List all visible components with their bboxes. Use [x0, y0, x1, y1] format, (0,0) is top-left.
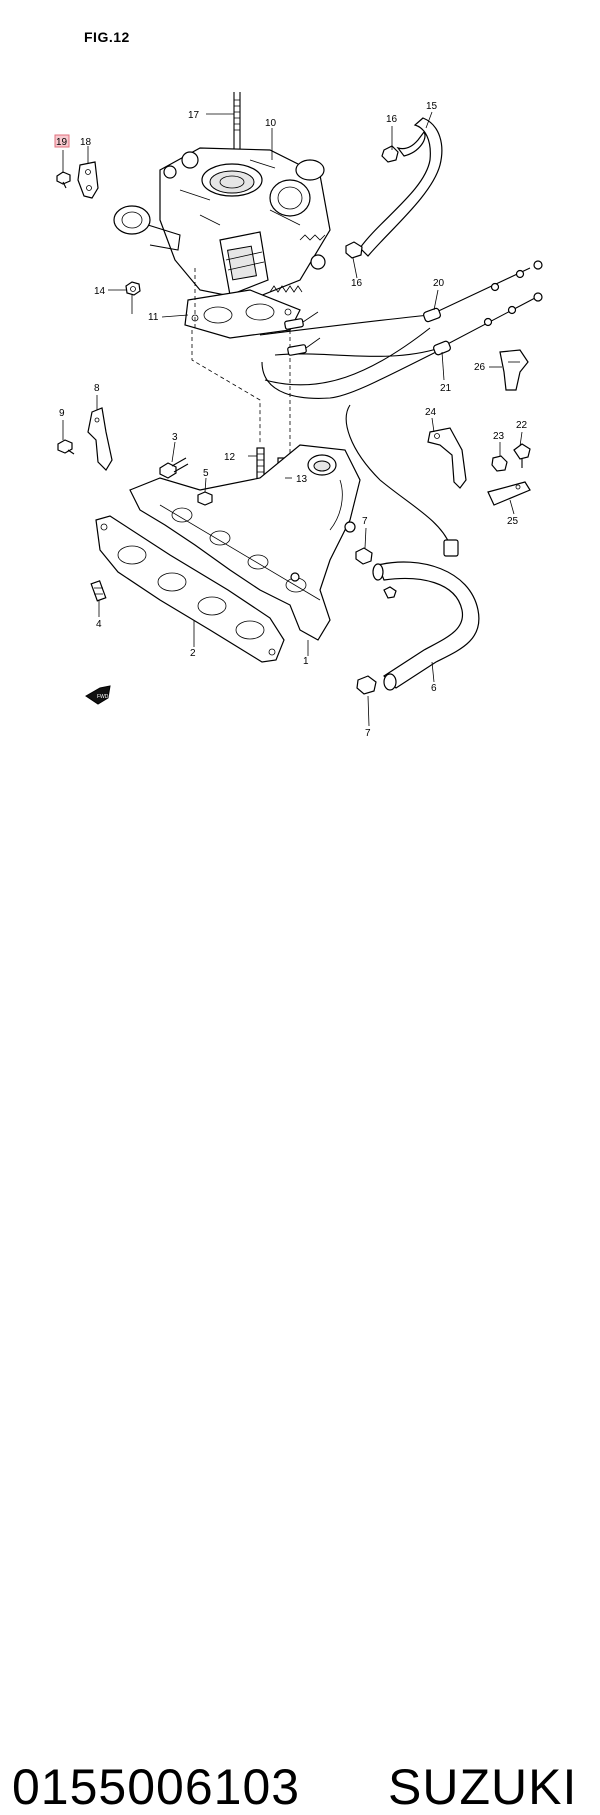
footer: 0155006103 SUZUKI	[0, 850, 600, 1812]
callout-26: 26	[474, 362, 486, 373]
callout-18: 18	[80, 137, 92, 148]
intake-manifold	[129, 444, 361, 641]
callout-8: 8	[94, 383, 100, 394]
callout-19: 19	[56, 137, 68, 148]
callout-13: 13	[296, 474, 308, 485]
callout-14: 14	[94, 286, 106, 297]
figure-title: FIG.12	[84, 29, 130, 45]
callout-4: 4	[96, 619, 102, 630]
highlight-box-19	[54, 134, 70, 148]
callout-9: 9	[59, 408, 65, 419]
fwd-label: FWD	[97, 694, 109, 700]
parts-diagram: FIG.12	[0, 0, 600, 850]
throttle-cable-20	[259, 260, 543, 386]
bracket-18	[77, 161, 99, 199]
clamp-7-upper	[355, 547, 373, 565]
cable-end-fittings	[284, 311, 321, 356]
callout-20: 20	[433, 278, 445, 289]
callout-23: 23	[493, 431, 505, 442]
callout-7a: 7	[362, 516, 368, 527]
part-number: 0155006103	[12, 1759, 301, 1815]
stud-4	[90, 580, 107, 602]
callout-22: 22	[516, 420, 528, 431]
bracket-24	[427, 427, 467, 489]
exploded-view-drawing: FWD	[54, 92, 543, 739]
manifold-gasket	[95, 515, 285, 663]
callout-24: 24	[425, 407, 437, 418]
leader-lines	[62, 111, 523, 727]
carburetor-assembly	[113, 92, 331, 301]
callout-7b: 7	[365, 728, 371, 739]
callout-12: 12	[224, 452, 236, 463]
callout-17: 17	[188, 110, 200, 121]
stud-3	[159, 457, 189, 479]
bolt-9	[57, 439, 75, 455]
brand-name: SUZUKI	[388, 1759, 578, 1815]
clip-22	[513, 443, 531, 468]
small-clip	[383, 586, 397, 599]
callout-16b: 16	[351, 278, 363, 289]
callout-11: 11	[148, 312, 159, 323]
forward-arrow-icon: FWD	[85, 685, 111, 705]
clamp-16-lower	[345, 241, 363, 259]
bolt-19	[56, 171, 71, 189]
callout-numbers: 19 18 17 10 16 15 16 14 11 20 21 26 24 2…	[54, 101, 528, 739]
callout-5: 5	[203, 468, 209, 479]
callout-6: 6	[431, 683, 437, 694]
bolt-5	[197, 491, 213, 506]
callout-2: 2	[190, 648, 196, 659]
nut-14	[125, 281, 141, 296]
clamp-16-upper	[381, 145, 399, 163]
callout-25: 25	[507, 516, 519, 527]
callout-15: 15	[426, 101, 438, 112]
carburetor-gasket	[184, 289, 301, 339]
hose-6	[372, 561, 480, 691]
bracket-26	[499, 349, 529, 391]
callout-3: 3	[172, 432, 178, 443]
clamp-7-lower	[356, 675, 377, 695]
callout-1: 1	[303, 656, 309, 667]
callout-10: 10	[265, 118, 277, 129]
callout-21: 21	[440, 383, 452, 394]
bracket-25	[487, 481, 531, 506]
callout-16a: 16	[386, 114, 398, 125]
hose-15	[359, 117, 443, 257]
clip-23	[491, 455, 508, 472]
bracket-8	[87, 407, 113, 471]
